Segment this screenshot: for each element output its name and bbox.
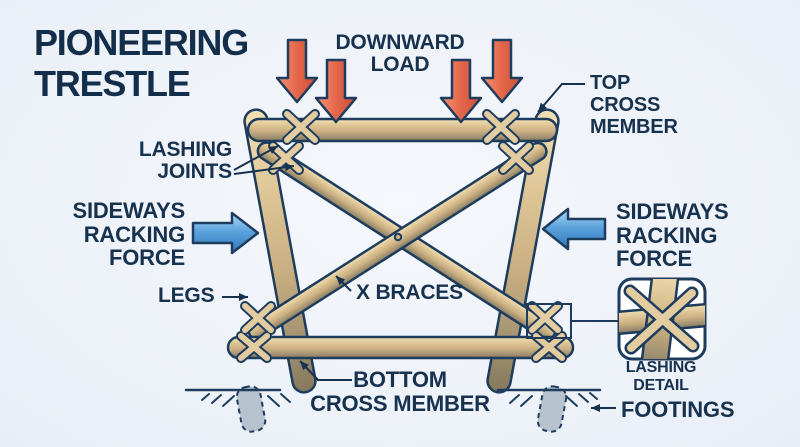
x-brace-front [247, 141, 548, 341]
label-sideways-racking-force-right: SIDEWAYS RACKING FORCE [616, 199, 729, 271]
label-x-braces: X BRACES [356, 281, 463, 304]
leg-right [486, 108, 560, 394]
down-arrow-icon [275, 38, 319, 104]
ground-left [184, 388, 291, 407]
lashing-joint-bottom-right [527, 301, 567, 363]
lashing-joint-top-left [268, 109, 320, 175]
callout-box [526, 303, 619, 339]
racking-force-arrow-left [191, 211, 260, 255]
bottom-cross-member-pole [226, 335, 575, 360]
label-footings: FOOTINGS [621, 397, 735, 422]
ground-right [496, 388, 602, 407]
lashing-joint-top-right [482, 109, 534, 175]
leader-lashing-joints-1 [233, 145, 279, 171]
leader-bottom-cross-member [299, 360, 352, 381]
leader-x-braces [335, 275, 352, 292]
leg-left [243, 108, 317, 394]
label-legs: LEGS [158, 284, 215, 307]
label-lashing-joints: LASHING JOINTS [138, 138, 232, 183]
page-title: PIONEERING TRESTLE [34, 22, 249, 104]
label-top-cross-member: TOP CROSS MEMBER [590, 72, 678, 138]
racking-force-arrow-right [541, 207, 607, 251]
brace-pin [393, 232, 403, 242]
leader-lines [222, 83, 616, 412]
right-arrow-icon [191, 211, 260, 255]
leader-lashing-joints-2 [233, 163, 295, 175]
top-cross-member-pole [246, 117, 559, 143]
label-sideways-racking-force-left: SIDEWAYS RACKING FORCE [72, 198, 185, 270]
label-downward-load: DOWNWARD LOAD [335, 31, 465, 76]
down-arrow-icon [314, 58, 358, 124]
downward-load-arrows [275, 38, 524, 124]
down-arrow-icon [439, 58, 483, 124]
leader-top-cross-member [537, 83, 585, 113]
left-arrow-icon [541, 207, 607, 251]
down-arrow-icon [480, 38, 524, 104]
label-bottom-cross-member: BOTTOM CROSS MEMBER [310, 367, 490, 416]
lashing-joint-bottom-left [236, 301, 276, 363]
label-lashing-detail: LASHING DETAIL [625, 359, 697, 394]
footing-right [536, 385, 568, 433]
footing-left [235, 385, 267, 433]
lashing-detail-inset [617, 277, 707, 361]
